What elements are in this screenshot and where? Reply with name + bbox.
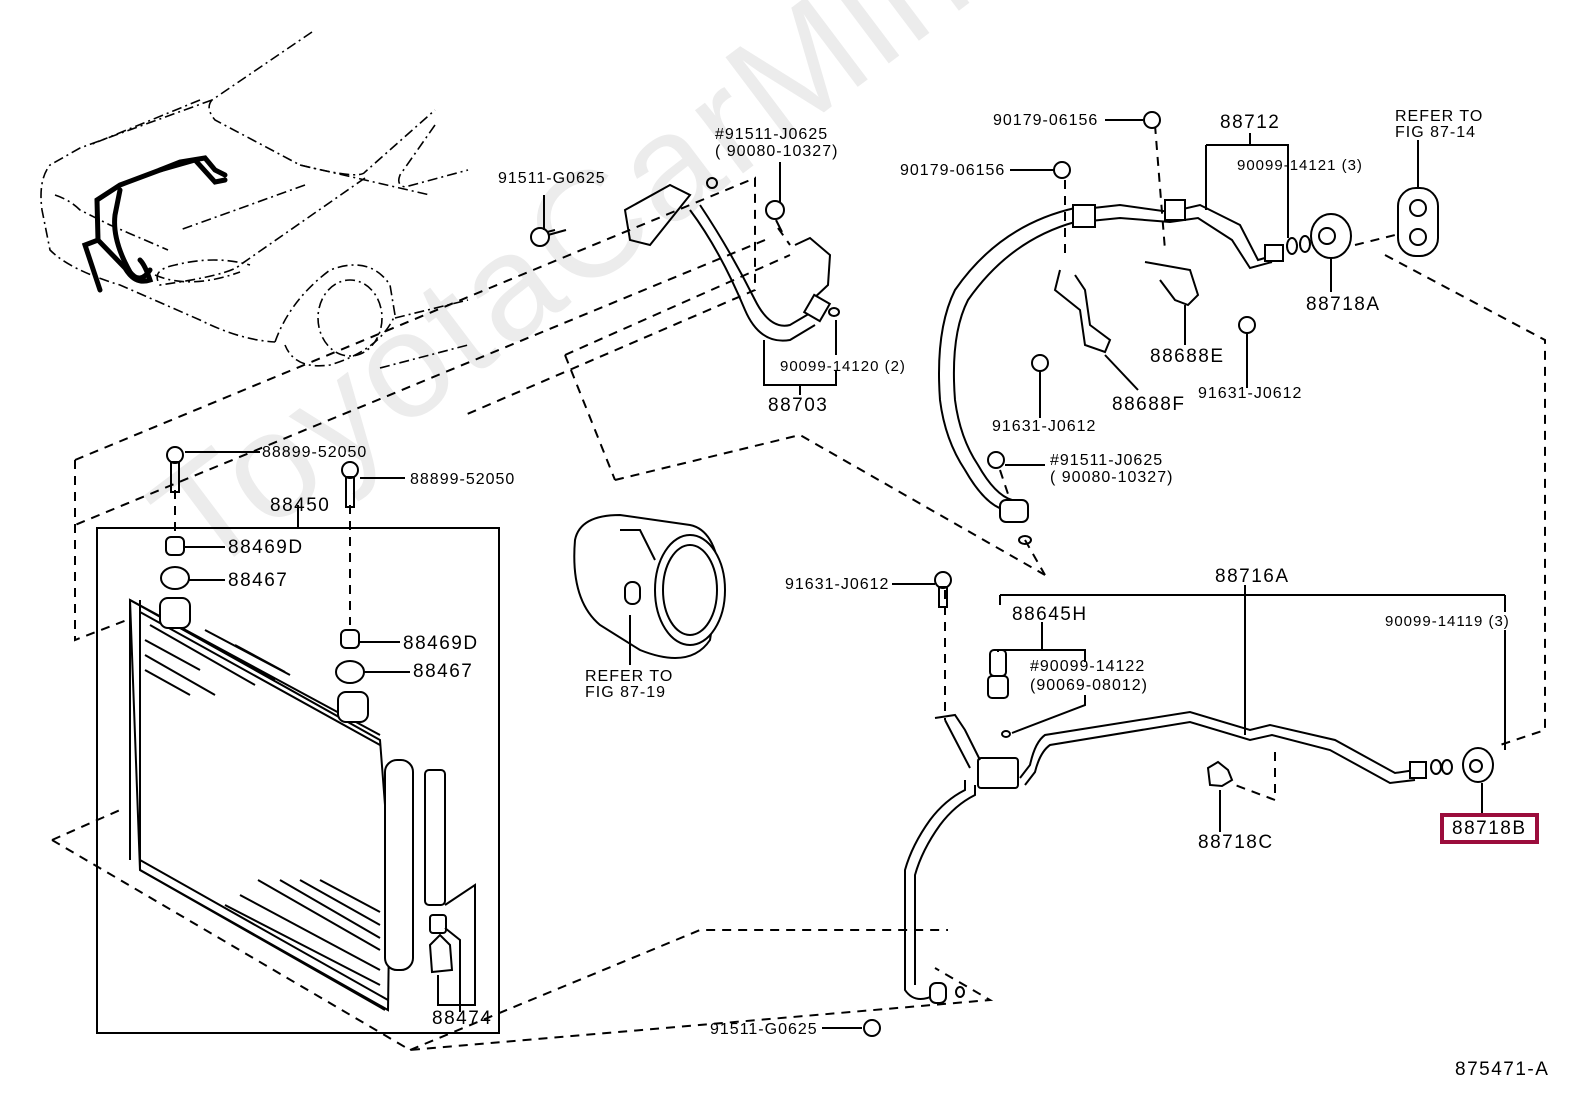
part-label-88718a[interactable]: 88718A bbox=[1306, 294, 1381, 315]
hose-88703 bbox=[530, 177, 840, 342]
part-label-90099-14120[interactable]: 90099-14120 (2) bbox=[780, 358, 906, 375]
part-label-88469d-b[interactable]: 88469D bbox=[403, 633, 479, 654]
part-label-90080-10327-mid[interactable]: ( 90080-10327) bbox=[1050, 469, 1174, 486]
liquid-line-88716a bbox=[863, 571, 1494, 1037]
part-label-91511-j0625-mid[interactable]: #91511-J0625 bbox=[1050, 452, 1164, 469]
part-label-88703[interactable]: 88703 bbox=[768, 395, 829, 416]
part-label-91511-j0625[interactable]: #91511-J0625 bbox=[715, 126, 829, 143]
part-label-91511-g0625[interactable]: 91511-G0625 bbox=[498, 170, 606, 187]
part-label-88450[interactable]: 88450 bbox=[270, 495, 331, 516]
part-label-88688f[interactable]: 88688F bbox=[1112, 394, 1186, 415]
figure-id: 875471-A bbox=[1455, 1059, 1550, 1080]
part-label-88467-a[interactable]: 88467 bbox=[228, 570, 289, 591]
refer-fig-87-19-line1: REFER TO bbox=[585, 668, 674, 685]
hose-88712 bbox=[938, 111, 1311, 545]
part-label-90179-06156-b[interactable]: 90179-06156 bbox=[900, 162, 1006, 179]
part-label-90099-14121[interactable]: 90099-14121 (3) bbox=[1237, 157, 1363, 174]
part-label-90099-14119[interactable]: 90099-14119 (3) bbox=[1385, 613, 1510, 630]
leader-lines bbox=[184, 119, 1506, 1029]
vehicle-location-illustration bbox=[40, 31, 469, 369]
part-label-88645h[interactable]: 88645H bbox=[1012, 604, 1088, 625]
part-label-90179-06156-a[interactable]: 90179-06156 bbox=[993, 112, 1099, 129]
fittings-upper-right bbox=[1310, 187, 1439, 259]
part-label-90069-08012[interactable]: (90069-08012) bbox=[1030, 677, 1148, 694]
part-label-88899-52050-b[interactable]: 88899-52050 bbox=[410, 471, 516, 488]
part-label-88467-b[interactable]: 88467 bbox=[413, 661, 474, 682]
refer-fig-87-19-line2[interactable]: FIG 87-19 bbox=[585, 684, 667, 701]
part-label-91631-j0612-b[interactable]: 91631-J0612 bbox=[992, 418, 1097, 435]
refer-fig-87-14-line1: REFER TO bbox=[1395, 108, 1484, 125]
part-label-90099-14122[interactable]: #90099-14122 bbox=[1030, 658, 1146, 675]
part-label-88716a[interactable]: 88716A bbox=[1215, 566, 1290, 587]
part-label-88899-52050-a[interactable]: 88899-52050 bbox=[262, 444, 368, 461]
part-label-90080-10327[interactable]: ( 90080-10327) bbox=[715, 143, 839, 160]
compressor bbox=[573, 513, 726, 665]
part-label-91631-j0612-a[interactable]: 91631-J0612 bbox=[1198, 385, 1303, 402]
part-label-88712[interactable]: 88712 bbox=[1220, 112, 1281, 133]
part-label-88718b-highlighted[interactable]: 88718B bbox=[1440, 813, 1539, 844]
part-label-88718c[interactable]: 88718C bbox=[1198, 832, 1274, 853]
part-label-91631-j0612-c[interactable]: 91631-J0612 bbox=[785, 576, 890, 593]
part-label-91511-g0625-bottom[interactable]: 91511-G0625 bbox=[710, 1021, 818, 1038]
part-label-88688e[interactable]: 88688E bbox=[1150, 346, 1225, 367]
refer-fig-87-14-line2[interactable]: FIG 87-14 bbox=[1395, 124, 1477, 141]
part-label-88469d-a[interactable]: 88469D bbox=[228, 537, 304, 558]
condenser bbox=[96, 446, 500, 1034]
part-label-88474[interactable]: 88474 bbox=[432, 1008, 493, 1029]
